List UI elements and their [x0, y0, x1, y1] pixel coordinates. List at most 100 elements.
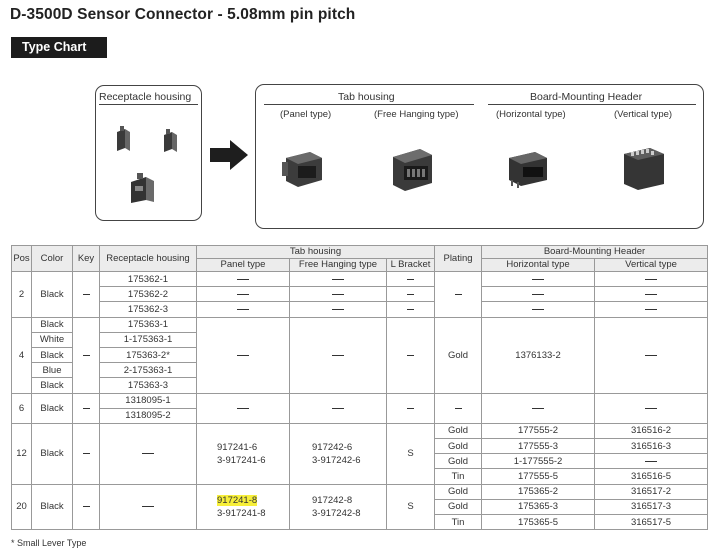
- cell-receptacle: 2-175363-1: [99, 362, 197, 379]
- cell-plating: Gold: [434, 438, 483, 455]
- cell-panel: [196, 301, 290, 318]
- cell-receptacle: [99, 422, 197, 485]
- cell-receptacle: 1318095-1: [99, 392, 197, 409]
- cell-pos: 4: [11, 316, 32, 394]
- footnote: * Small Lever Type: [11, 538, 87, 548]
- receptacle-underline: [99, 104, 198, 105]
- table-row: 2 Black 175362-1: [11, 270, 709, 318]
- cell-panel: 917241-8 3-917241-8: [196, 483, 290, 531]
- dash: [142, 453, 154, 455]
- horizontal-label: (Horizontal type): [496, 109, 566, 120]
- receptacle-label: Receptacle housing: [99, 91, 192, 103]
- cell-free: 917242-6 3-917242-6: [289, 422, 387, 485]
- page-title: D-3500D Sensor Connector - 5.08mm pin pi…: [10, 6, 356, 23]
- table-row: 175362-2: [12, 286, 709, 303]
- cell-pos: 20: [11, 483, 32, 531]
- dash: [532, 407, 545, 409]
- dash: [82, 506, 90, 508]
- cell-plating: Gold: [434, 316, 483, 394]
- cell-color: Black: [31, 316, 73, 333]
- cell-horizontal: 177555-2: [481, 422, 596, 440]
- cell-receptacle: 1318095-2: [99, 407, 197, 424]
- table-row: Black 175363-3: [12, 377, 708, 394]
- dash: [332, 308, 344, 310]
- cell-color: Black: [31, 377, 73, 394]
- cell-vertical: 316516-5: [594, 468, 709, 485]
- col-vertical: Vertical type: [594, 258, 709, 272]
- dash: [645, 293, 658, 295]
- cell-lbracket: [385, 286, 436, 303]
- table-row: Gold 1-177555-2: [12, 453, 709, 470]
- dash: [645, 460, 658, 462]
- cell-receptacle: 175362-2: [99, 286, 197, 303]
- cell-panel: [196, 392, 290, 424]
- table-row: 175362-3: [12, 301, 709, 318]
- type-chart-table: Pos Color Key Receptacle housing Tab hou…: [11, 245, 709, 531]
- col-lbracket: L Bracket: [385, 258, 436, 272]
- table-row: 12 Black 917241-6 3-917241-6 917242-6 3-…: [11, 422, 709, 485]
- arrow-right-icon: [210, 140, 248, 170]
- receptacle-part-3-icon: [131, 173, 154, 203]
- cell-plating: Gold: [434, 453, 483, 470]
- dash: [645, 407, 658, 409]
- cell-key: [72, 271, 100, 318]
- free-part: 3-917242-6: [312, 454, 361, 466]
- table-row: Tin 177555-5 316516-5: [12, 468, 709, 485]
- vertical-header-icon: [624, 148, 664, 190]
- cell-plating: [434, 392, 483, 424]
- vertical-label: (Vertical type): [614, 109, 673, 120]
- cell-horizontal: [481, 270, 596, 288]
- cell-horizontal: 1376133-2: [481, 316, 596, 394]
- col-free: Free Hanging type: [289, 258, 387, 272]
- cell-receptacle: 175362-1: [99, 270, 197, 288]
- dash: [407, 278, 414, 280]
- cell-panel: [196, 316, 290, 394]
- dash: [645, 278, 658, 280]
- cell-free: [289, 301, 387, 318]
- cell-lbracket: [385, 392, 436, 424]
- cell-free: [289, 270, 387, 288]
- col-panel: Panel type: [196, 258, 290, 272]
- table-row: 6 Black 1318095-1: [11, 392, 709, 424]
- dash: [82, 453, 90, 455]
- cell-plating: Gold: [434, 422, 483, 440]
- dash: [407, 308, 414, 310]
- cell-free: [289, 316, 387, 394]
- panel-part: 3-917241-6: [217, 454, 266, 466]
- dash: [532, 308, 545, 310]
- free-part: 917242-8: [312, 494, 353, 506]
- cell-lbracket: S: [385, 483, 436, 531]
- tab-housing-underline: [264, 104, 474, 105]
- col-board-header: Board-Mounting Header: [481, 245, 709, 259]
- dash: [645, 354, 658, 356]
- cell-plating: Gold: [434, 483, 483, 500]
- col-tab-housing: Tab housing: [195, 245, 436, 259]
- cell-pos: 6: [11, 392, 32, 424]
- cell-horizontal: [481, 286, 596, 303]
- cell-plating: [434, 271, 483, 318]
- dash: [532, 278, 545, 280]
- cell-horizontal: 175365-5: [481, 513, 596, 531]
- cell-horizontal: 175365-2: [481, 483, 596, 500]
- cell-color: Black: [31, 392, 73, 424]
- cell-plating: Tin: [434, 513, 483, 531]
- dash: [82, 407, 90, 409]
- tab-housing-label: Tab housing: [338, 91, 395, 103]
- cell-key: [72, 483, 100, 531]
- col-key: Key: [72, 245, 100, 272]
- table-row: Gold 177555-3 316516-3: [12, 438, 709, 455]
- dash: [142, 506, 154, 508]
- cell-vertical: [594, 392, 709, 424]
- panel-part: 917241-6: [217, 441, 258, 453]
- highlighted-part: 917241-8: [217, 494, 258, 506]
- cell-receptacle: 175363-3: [99, 377, 197, 394]
- cell-horizontal: 175365-3: [481, 498, 596, 516]
- dash: [407, 407, 414, 409]
- cell-panel: [196, 286, 290, 303]
- horizontal-header-icon: [509, 152, 547, 188]
- cell-vertical: [594, 453, 709, 470]
- cell-color: Black: [31, 271, 73, 318]
- panel-part: 3-917241-8: [217, 507, 266, 519]
- cell-plating: Tin: [434, 468, 483, 485]
- cell-vertical: 316517-3: [594, 498, 709, 516]
